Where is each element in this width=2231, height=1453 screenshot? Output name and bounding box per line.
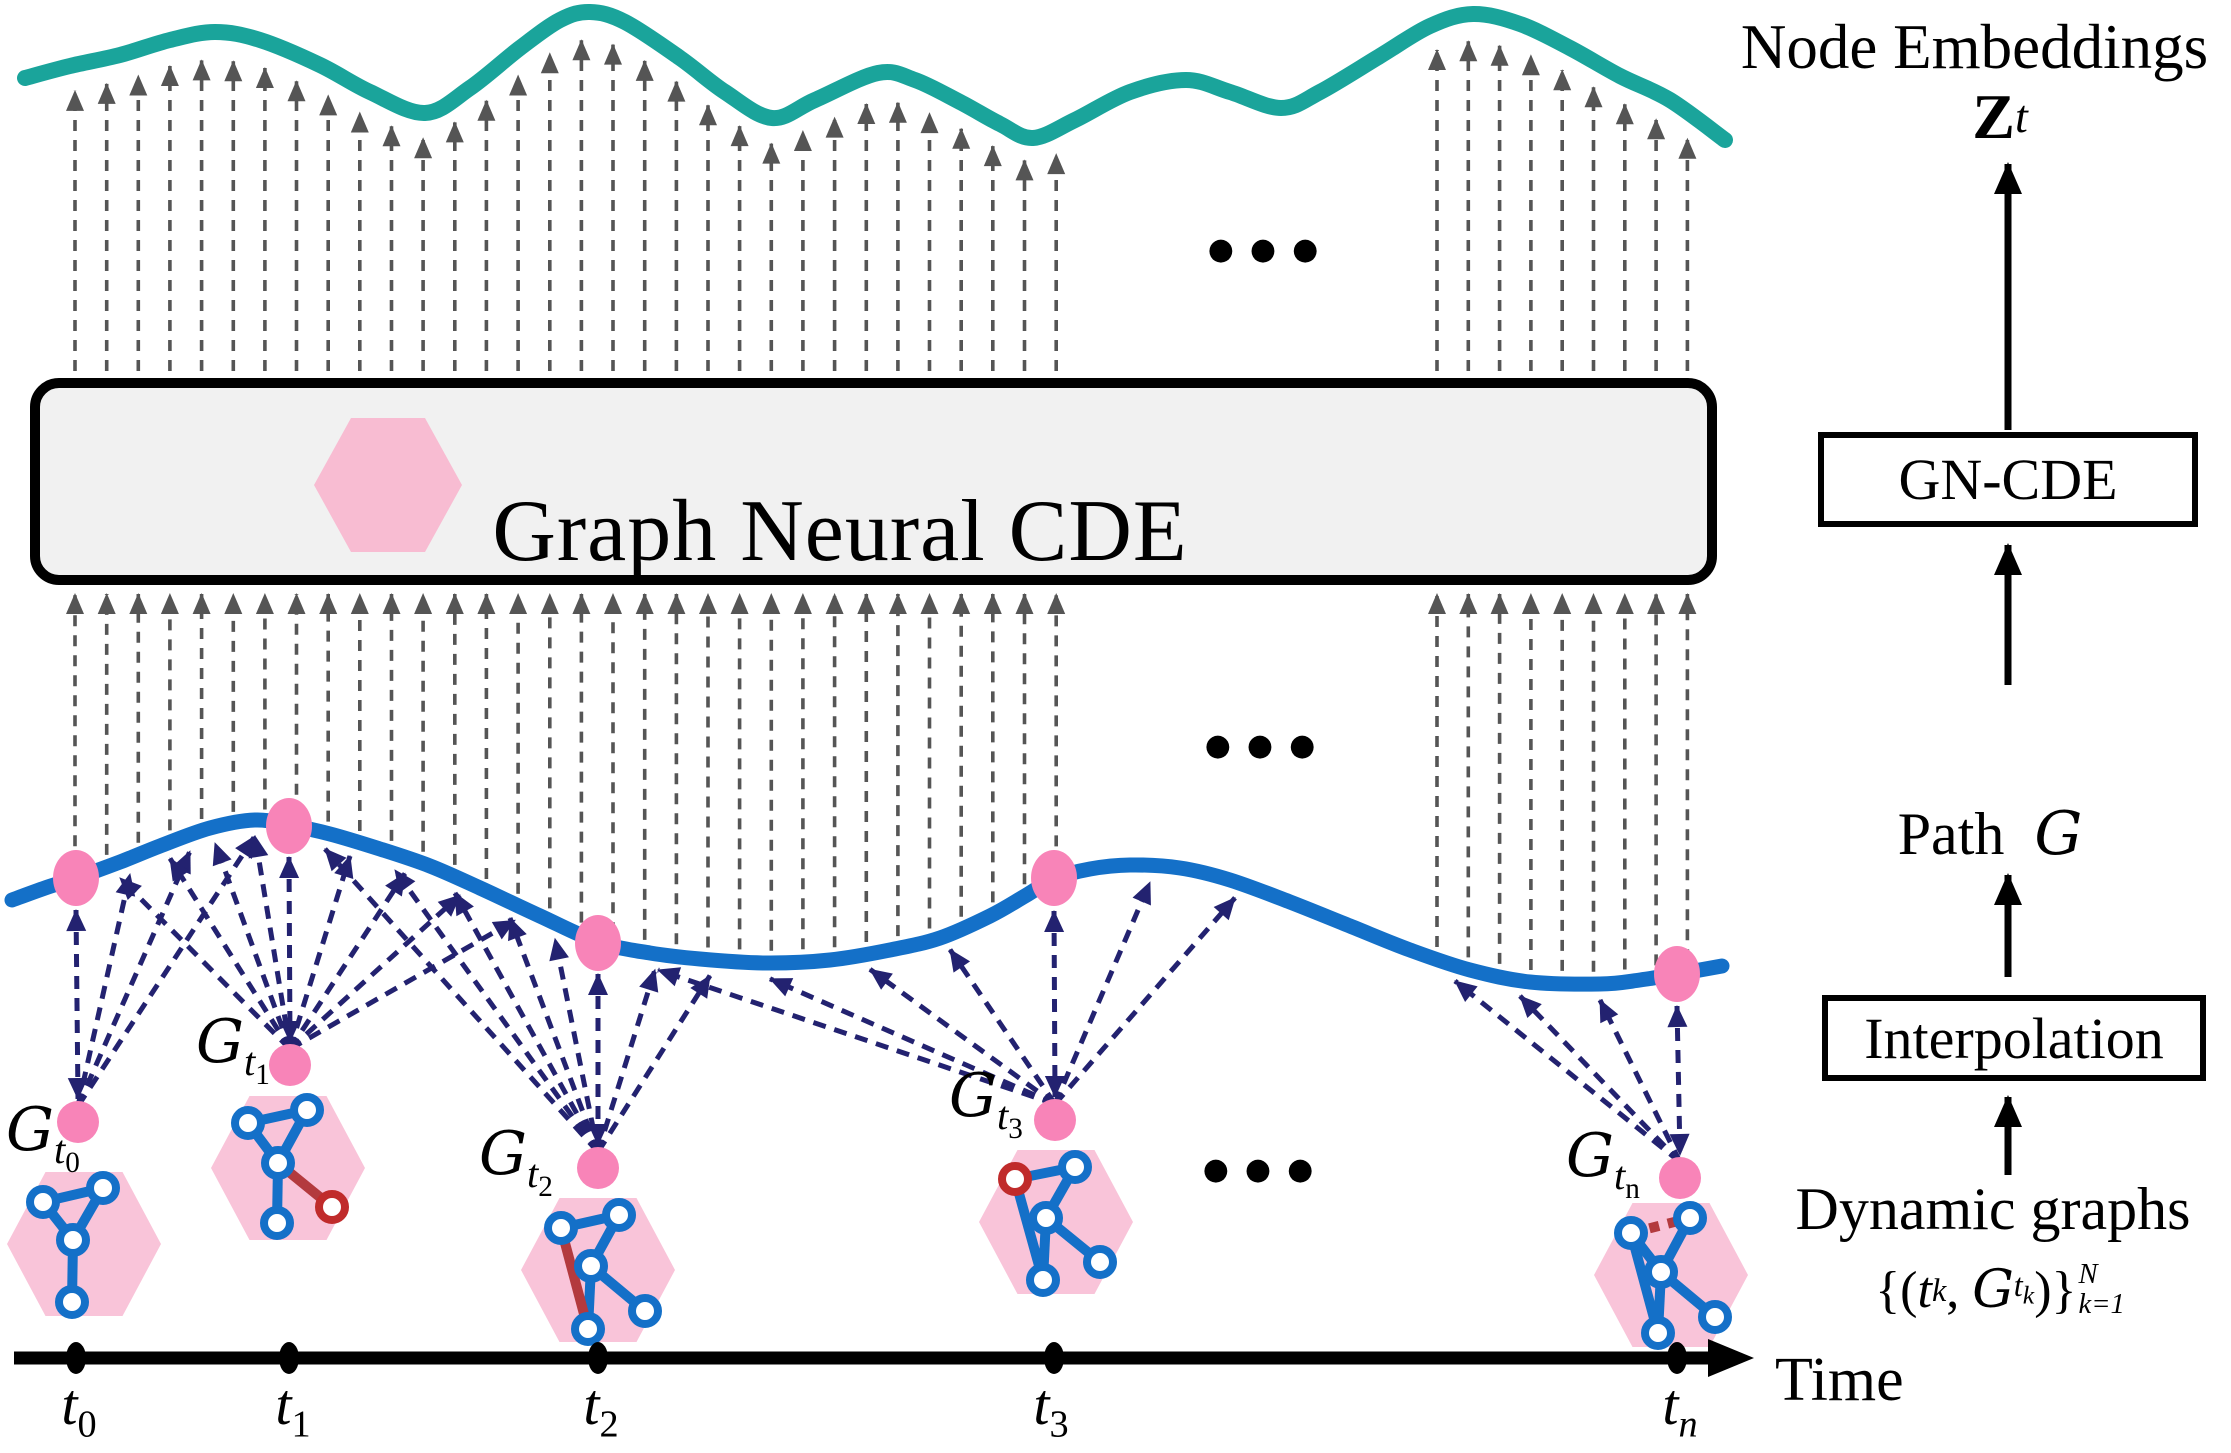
- path-label: Path G: [1897, 799, 2083, 869]
- dynamic-graphs-label: Dynamic graphs: [1795, 1175, 2191, 1242]
- tick-label-t0: t0: [61, 1372, 97, 1446]
- embedding-sample-arrows: [66, 39, 1697, 371]
- ellipsis-bottom: ●●●: [1202, 1152, 1330, 1187]
- hexagon-icon: [314, 418, 462, 552]
- time-axis: [14, 1339, 1754, 1377]
- interpolated-path-curve: [4, 812, 1730, 992]
- graph-snapshot-4: [1594, 1201, 1748, 1350]
- snapshot-label-t0: Gt0: [6, 1095, 80, 1179]
- snapshot-label-t3: Gt3: [949, 1061, 1023, 1145]
- tick-label-t2: t2: [583, 1372, 619, 1446]
- graph-snapshots: [7, 1093, 1748, 1350]
- time-axis-label: Time: [1775, 1345, 1904, 1414]
- snapshot-label-tn: Gtn: [1566, 1121, 1640, 1205]
- path-sample-arrows: [66, 593, 1697, 972]
- tick-label-tn: tn: [1662, 1372, 1698, 1446]
- node-embedding-curve: [17, 3, 1733, 148]
- ellipsis-middle: ●●●: [1204, 728, 1332, 763]
- interpolation-fan-arrows: [66, 834, 1690, 1164]
- gn-cde-box: GN-CDE: [1818, 432, 2198, 527]
- ellipsis-top: ●●●: [1207, 232, 1335, 267]
- snapshot-label-t1: Gt1: [196, 1007, 270, 1091]
- graph-snapshot-1: [211, 1093, 365, 1240]
- graph-neural-cde-label: Graph Neural CDE: [492, 482, 1188, 580]
- graph-snapshot-0: [7, 1171, 161, 1319]
- graph-snapshot-2: [521, 1198, 675, 1346]
- interpolation-box: Interpolation: [1822, 995, 2206, 1081]
- node-embeddings-label: Node Embeddings: [1740, 11, 2209, 82]
- tick-label-t1: t1: [275, 1372, 311, 1446]
- graph-neural-cde-box: [30, 378, 1717, 585]
- graph-snapshot-3: [979, 1150, 1133, 1297]
- tick-label-t3: t3: [1033, 1372, 1069, 1446]
- snapshot-label-t2: Gt2: [479, 1119, 553, 1203]
- observation-dots: [53, 798, 1701, 1199]
